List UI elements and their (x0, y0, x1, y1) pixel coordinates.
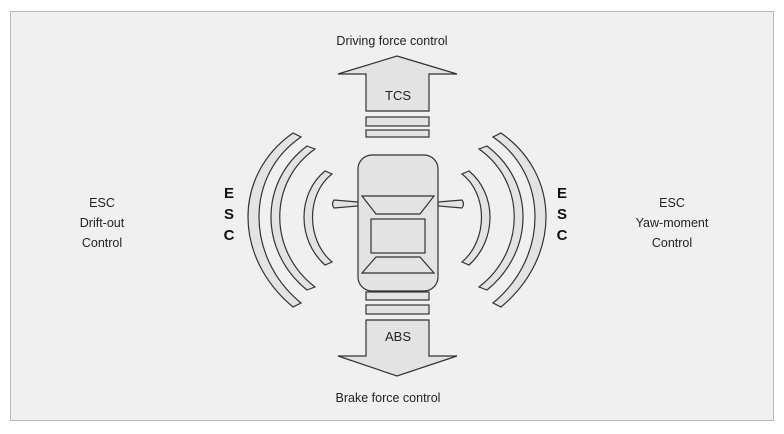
esc-letter: E (223, 185, 234, 202)
abs-label: ABS (384, 329, 412, 344)
tcs-label: TCS (385, 88, 411, 103)
right-text-line: Yaw-moment (635, 216, 709, 230)
esc-letter: C (556, 227, 568, 244)
left-wave-arc-icon (247, 132, 334, 308)
left-text-line: Control (81, 236, 123, 250)
brake-force-label: Brake force control (335, 391, 441, 405)
esc-letter: S (556, 206, 567, 223)
abs-bar-1 (365, 291, 430, 301)
tcs-bar-1 (365, 116, 430, 127)
right-wave-arc-icon (460, 132, 547, 308)
left-text-block: ESC Drift-out Control (80, 193, 124, 253)
esc-letter: C (223, 227, 235, 244)
right-text-block: ESC Yaw-moment Control (636, 193, 709, 253)
left-text-line: Drift-out (79, 216, 125, 230)
esc-letter: E (556, 185, 567, 202)
down-arrow-icon (337, 319, 458, 377)
right-esc-vertical: E S C (557, 183, 568, 246)
abs-bar-2 (365, 304, 430, 315)
tcs-bar-2 (365, 129, 430, 138)
left-esc-vertical: E S C (224, 183, 235, 246)
up-arrow-icon (337, 55, 458, 112)
car-top-view-icon (331, 154, 465, 292)
right-text-line: ESC (659, 196, 685, 210)
esc-letter: S (223, 206, 234, 223)
left-text-line: ESC (89, 196, 115, 210)
right-text-line: Control (651, 236, 693, 250)
driving-force-label: Driving force control (336, 34, 448, 48)
